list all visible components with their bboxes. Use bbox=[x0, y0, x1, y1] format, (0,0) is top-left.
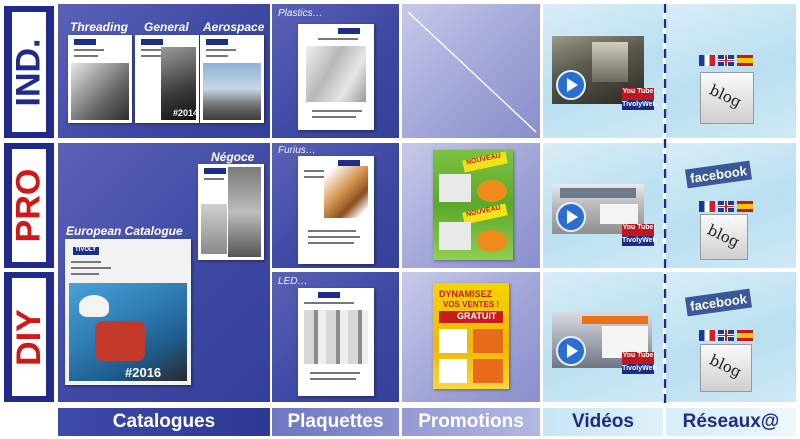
caption-negoce: Négoce bbox=[211, 150, 255, 164]
flag-uk-icon[interactable] bbox=[718, 330, 734, 341]
video-pro-youtube: You Tube bbox=[622, 224, 654, 236]
caption-threading: Threading bbox=[70, 20, 129, 34]
flag-uk-icon[interactable] bbox=[718, 201, 734, 212]
plaquette-led[interactable] bbox=[298, 288, 374, 396]
play-icon[interactable] bbox=[556, 70, 586, 100]
row-label-diy: DIY bbox=[4, 272, 54, 402]
blog-ind[interactable]: blog bbox=[700, 72, 754, 124]
footer-plaquettes-label: Plaquettes bbox=[287, 411, 384, 432]
flag-es-icon[interactable] bbox=[737, 55, 753, 66]
flag-fr-icon[interactable] bbox=[699, 330, 715, 341]
column-separator bbox=[663, 4, 667, 408]
footer-plaquettes[interactable]: Plaquettes bbox=[272, 408, 399, 436]
blog-diy-text: blog bbox=[706, 350, 745, 382]
row-label-ind-text: IND. bbox=[9, 38, 48, 106]
flags-ind bbox=[699, 55, 755, 67]
video-diy-thumbnail[interactable] bbox=[552, 312, 652, 368]
diagonal-line bbox=[407, 11, 537, 133]
flag-es-icon[interactable] bbox=[737, 330, 753, 341]
promo-gratuit: GRATUIT bbox=[457, 311, 497, 321]
flag-uk-icon[interactable] bbox=[718, 55, 734, 66]
flags-pro bbox=[699, 201, 755, 213]
promotions-ind-cell bbox=[402, 4, 540, 138]
caption-led: LED… bbox=[278, 276, 308, 287]
flag-fr-icon[interactable] bbox=[699, 55, 715, 66]
footer-catalogues-label: Catalogues bbox=[112, 411, 216, 432]
caption-general: General bbox=[144, 20, 189, 34]
footer-promotions[interactable]: Promotions bbox=[402, 408, 540, 436]
footer-reseaux[interactable]: Réseaux@ bbox=[666, 408, 796, 436]
caption-european: European Catalogue bbox=[66, 224, 183, 238]
caption-plastics: Plastics… bbox=[278, 8, 323, 19]
footer-promotions-label: Promotions bbox=[418, 411, 524, 432]
video-ind-youtube: You Tube bbox=[622, 88, 654, 100]
blog-pro-text: blog bbox=[704, 220, 743, 252]
blog-ind-text: blog bbox=[706, 80, 745, 112]
european-brand: TIVOLY bbox=[75, 247, 97, 253]
catalogue-aerospace[interactable] bbox=[200, 35, 264, 123]
catalogue-negoce[interactable] bbox=[198, 164, 264, 260]
caption-furius: Furius… bbox=[278, 145, 316, 156]
blog-pro[interactable]: blog bbox=[700, 214, 748, 260]
footer-reseaux-label: Réseaux@ bbox=[682, 411, 780, 432]
play-icon[interactable] bbox=[556, 202, 586, 232]
plaquette-plastics[interactable] bbox=[298, 24, 374, 130]
flags-diy bbox=[699, 330, 755, 342]
european-year: #2016 bbox=[125, 365, 162, 380]
promo-pro-flyer[interactable]: NOUVEAU NOUVEAU bbox=[433, 150, 513, 260]
video-diy-youtube: You Tube bbox=[622, 352, 654, 364]
flag-fr-icon[interactable] bbox=[699, 201, 715, 212]
row-label-pro: PRO bbox=[4, 143, 54, 268]
footer-videos[interactable]: Vidéos bbox=[543, 408, 663, 436]
general-year: #2014 bbox=[173, 108, 199, 118]
flag-es-icon[interactable] bbox=[737, 201, 753, 212]
video-ind-channel: TivolyWeb bbox=[622, 100, 657, 110]
catalogue-threading[interactable] bbox=[68, 35, 132, 123]
promo-diy-flyer[interactable]: DYNAMISEZ VOS VENTES ! GRATUIT bbox=[433, 283, 509, 389]
footer-catalogues[interactable]: Catalogues bbox=[58, 408, 270, 436]
video-pro-channel: TivolyWeb bbox=[622, 236, 657, 246]
promo-dynamisez: DYNAMISEZ bbox=[439, 289, 493, 299]
row-label-pro-text: PRO bbox=[9, 168, 48, 243]
caption-aerospace: Aerospace bbox=[203, 20, 265, 34]
catalogue-general[interactable]: #2014 bbox=[135, 35, 199, 123]
plaquette-furius[interactable] bbox=[298, 156, 374, 264]
play-icon[interactable] bbox=[556, 336, 586, 366]
blog-diy[interactable]: blog bbox=[700, 344, 752, 392]
catalogue-european[interactable]: TIVOLY #2016 bbox=[65, 239, 191, 385]
footer-videos-label: Vidéos bbox=[572, 411, 634, 432]
row-label-ind: IND. bbox=[4, 6, 54, 138]
video-diy-channel: TivolyWeb bbox=[622, 364, 657, 374]
row-label-diy-text: DIY bbox=[9, 308, 48, 366]
promo-vos-ventes: VOS VENTES ! bbox=[443, 300, 500, 309]
